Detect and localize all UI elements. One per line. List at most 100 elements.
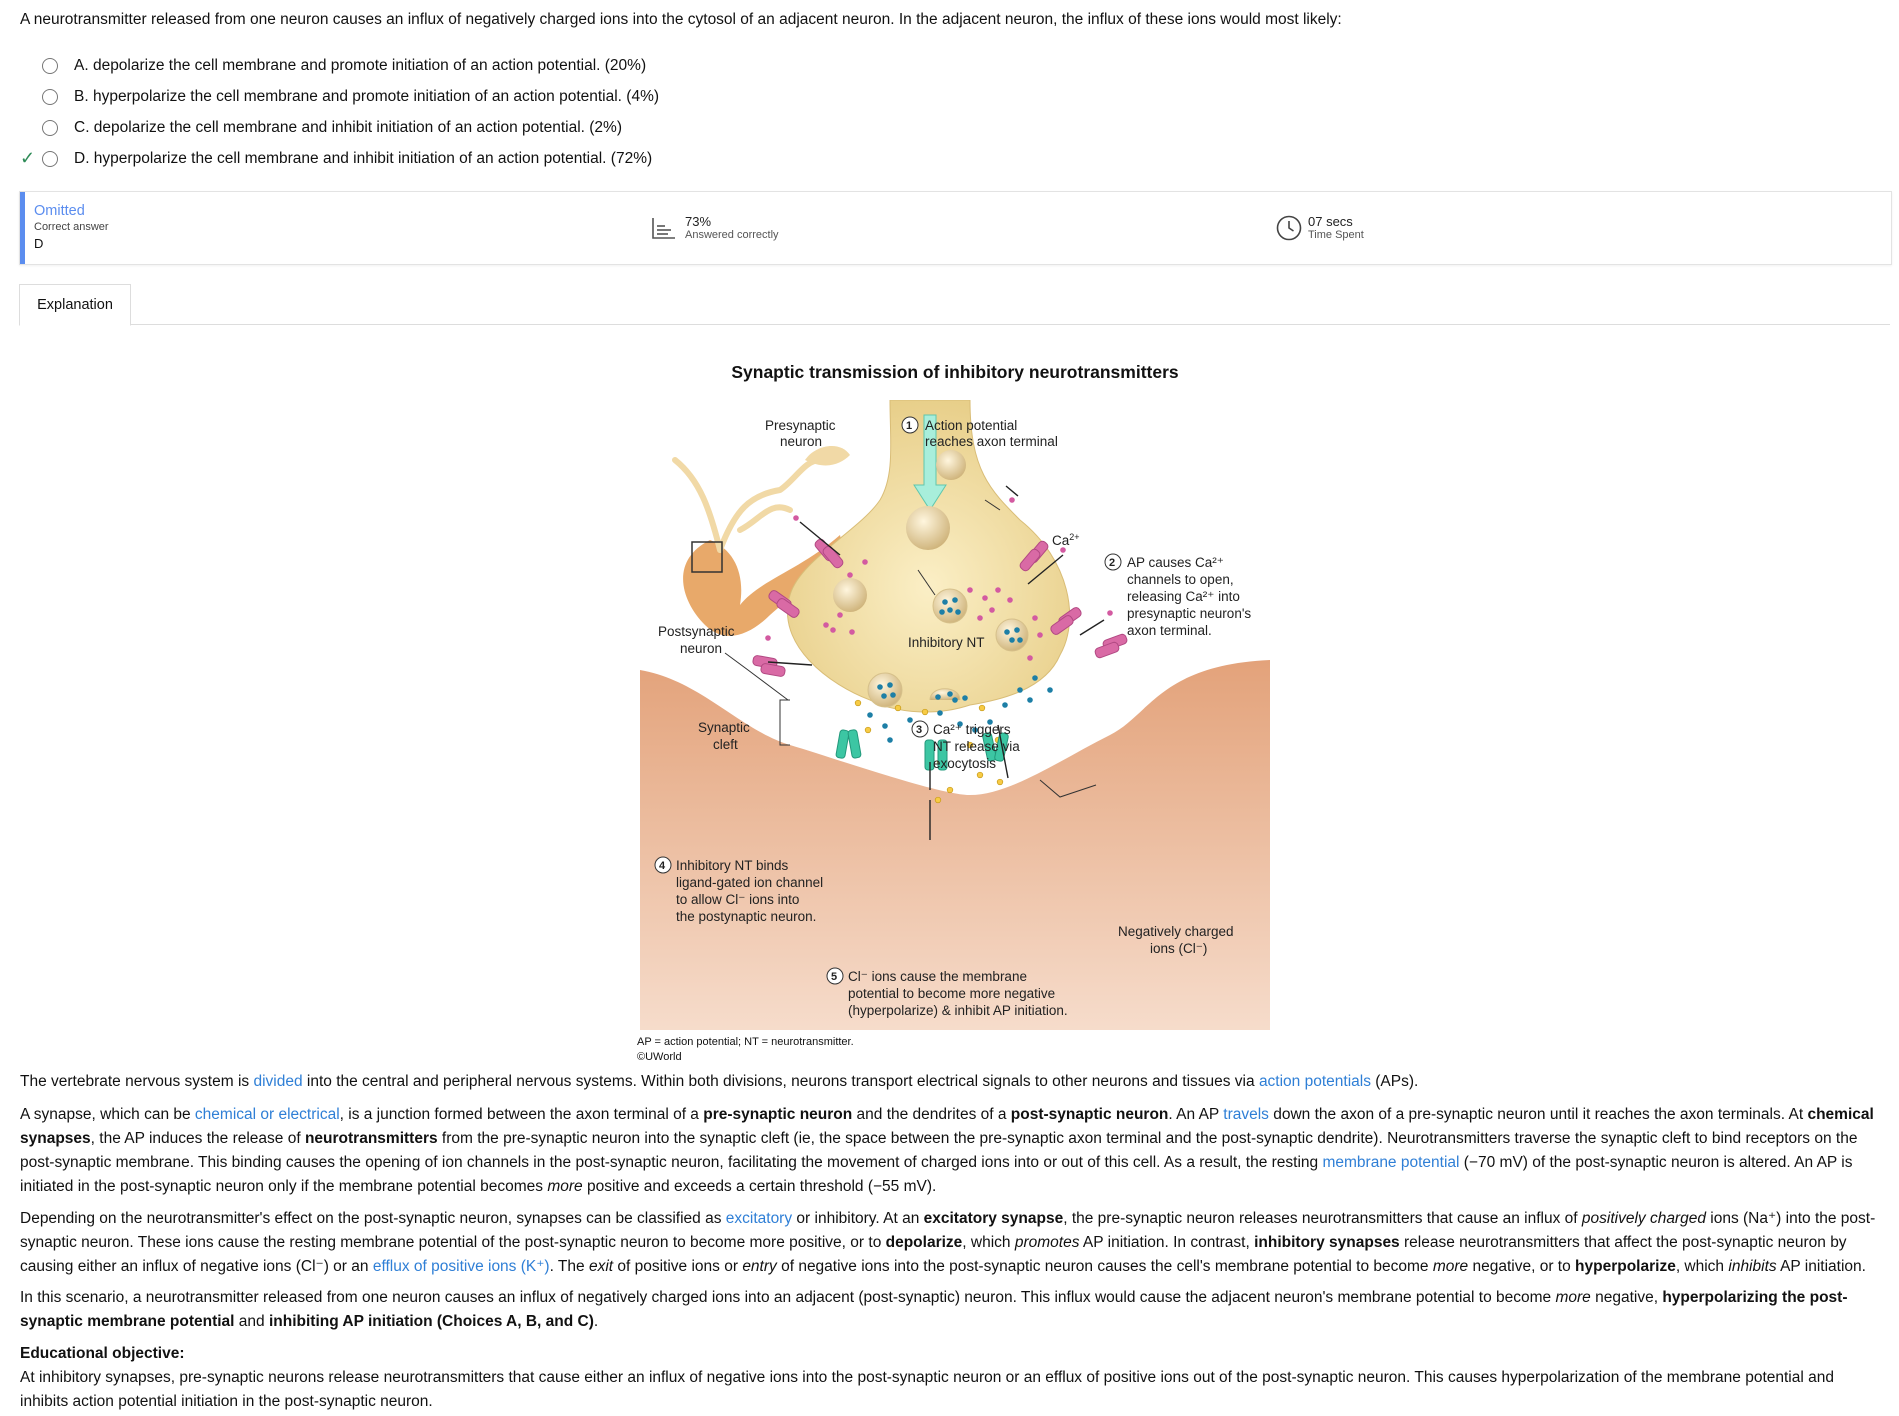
explanation-paragraph-1: The vertebrate nervous system is divided… — [20, 1073, 1419, 1090]
choice-a-text: A. depolarize the cell membrane and prom… — [74, 56, 647, 74]
chloride-ions — [854, 699, 1004, 804]
step-5-line-1: Cl⁻ ions cause the membrane — [848, 969, 1027, 984]
choice-a[interactable]: A. depolarize the cell membrane and prom… — [20, 50, 659, 81]
stats-bar: Omitted Correct answer D 73% Answered co… — [19, 191, 1892, 265]
step-2-number: 2 — [1109, 557, 1115, 569]
checkmark-icon: ✓ — [20, 148, 36, 168]
time-value: 07 secs — [1308, 214, 1353, 229]
step-2-line-4: presynaptic neuron's — [1127, 606, 1251, 621]
choice-d-text: D. hyperpolarize the cell membrane and i… — [74, 149, 653, 167]
link-efflux-positive-ions[interactable]: efflux of positive ions (K⁺) — [372, 1258, 550, 1275]
step-3-line-3: exocytosis — [933, 756, 996, 771]
vesicle — [833, 578, 867, 612]
ap-arrow — [913, 414, 947, 511]
time-spent: 07 secs Time Spent — [1276, 214, 1364, 241]
link-chemical-or-electrical[interactable]: chemical or electrical — [194, 1106, 340, 1123]
step-3-line-1: Ca²⁺ triggers — [933, 722, 1011, 737]
channel-arrows — [929, 724, 1009, 840]
postsynaptic-membrane — [640, 660, 1270, 1030]
radio-c[interactable] — [42, 119, 58, 136]
fusing-vesicle — [929, 688, 961, 703]
leader-lines — [724, 499, 1097, 798]
choice-b-text: B. hyperpolarize the cell membrane and p… — [74, 87, 660, 105]
clock-icon — [1276, 215, 1302, 240]
step-1-line-2: reaches axon terminal — [925, 434, 1058, 449]
explanation-paragraph-3: Depending on the neurotransmitter's effe… — [20, 1210, 1876, 1275]
explanation-paragraph-4: In this scenario, a neurotransmitter rel… — [20, 1289, 1848, 1330]
step-2-line-3: releasing Ca²⁺ into — [1127, 589, 1240, 604]
tab-explanation[interactable]: Explanation — [19, 284, 131, 326]
caption-copyright: ©UWorld — [637, 1051, 682, 1063]
label-inhibitory-nt: Inhibitory NT — [908, 635, 985, 650]
synapse-diagram: Presynaptic neuron Postsynaptic neuron S… — [640, 400, 1270, 1030]
explanation-paragraph-2: A synapse, which can be chemical or elec… — [20, 1106, 1874, 1195]
nt-vesicle — [867, 672, 903, 708]
choice-b[interactable]: B. hyperpolarize the cell membrane and p… — [20, 81, 659, 112]
step-2-line-5: axon terminal. — [1127, 623, 1212, 638]
nt-vesicle — [932, 588, 968, 624]
choice-d[interactable]: ✓ D. hyperpolarize the cell membrane and… — [20, 143, 659, 174]
step-3-number: 3 — [916, 724, 922, 736]
objective-text: At inhibitory synapses, pre-synaptic neu… — [20, 1369, 1834, 1410]
step-4-number: 4 — [659, 860, 666, 872]
step-4-line-1: Inhibitory NT binds — [676, 858, 789, 873]
status-omitted: Omitted — [34, 203, 85, 219]
choice-c-text: C. depolarize the cell membrane and inhi… — [74, 118, 622, 136]
label-negative-ions: Negatively charged — [1118, 924, 1234, 939]
label-negative-ions-2: ions (Cl⁻) — [1150, 941, 1207, 956]
tab-bar: Explanation — [19, 284, 1890, 326]
caption-abbreviations: AP = action potential; NT = neurotransmi… — [637, 1036, 854, 1048]
link-travels[interactable]: travels — [1223, 1106, 1269, 1123]
step-2-line-1: AP causes Ca²⁺ — [1127, 555, 1224, 570]
question-stem: A neurotransmitter released from one neu… — [20, 11, 1342, 28]
radio-a[interactable] — [42, 57, 58, 74]
step-1-line-1: Action potential — [925, 418, 1017, 433]
figure-title: Synaptic transmission of inhibitory neur… — [731, 362, 1179, 382]
label-synaptic-cleft-2: cleft — [713, 737, 738, 752]
radio-d[interactable] — [42, 150, 58, 167]
step-3-line-2: NT release via — [933, 739, 1020, 754]
label-postsynaptic-2: neuron — [680, 641, 722, 656]
step-2-line-2: channels to open, — [1127, 572, 1234, 587]
percent-value: 73% — [685, 214, 712, 229]
calcium-entry-arrows — [767, 485, 1105, 666]
link-excitatory[interactable]: excitatory — [725, 1210, 793, 1227]
calcium-ions — [765, 497, 1113, 661]
percent-label: Answered correctly — [685, 229, 779, 241]
ligand-gated-channel — [835, 729, 1009, 771]
vesicle — [936, 450, 966, 480]
label-presynaptic-2: neuron — [780, 434, 822, 449]
vesicle — [906, 506, 950, 550]
step-5-number: 5 — [831, 971, 837, 983]
step-4-line-4: the postynaptic neuron. — [676, 909, 816, 924]
status-accent — [20, 192, 25, 264]
answer-status: Omitted Correct answer D — [34, 203, 109, 251]
zoom-box — [691, 541, 723, 573]
bar-chart-icon — [652, 217, 675, 239]
step-4-line-2: ligand-gated ion channel — [676, 875, 823, 890]
label-postsynaptic: Postsynaptic — [658, 624, 735, 639]
correct-answer-label: Correct answer — [34, 221, 109, 233]
radio-b[interactable] — [42, 88, 58, 105]
label-synaptic-cleft: Synaptic — [698, 720, 750, 735]
percent-correct: 73% Answered correctly — [651, 214, 779, 241]
calcium-channel — [752, 538, 1128, 677]
step-4-line-3: to allow Cl⁻ ions into — [676, 892, 799, 907]
link-divided[interactable]: divided — [253, 1073, 303, 1090]
nt-vesicle — [995, 618, 1029, 652]
step-5-line-2: potential to become more negative — [848, 986, 1055, 1001]
link-membrane-potential[interactable]: membrane potential — [1322, 1154, 1460, 1171]
choice-c[interactable]: C. depolarize the cell membrane and inhi… — [20, 112, 659, 143]
figure-caption: AP = action potential; NT = neurotransmi… — [637, 1035, 854, 1065]
step-5-line-3: (hyperpolarize) & inhibit AP initiation. — [848, 1003, 1068, 1018]
step-1-number: 1 — [906, 420, 912, 432]
objective-title: Educational objective: — [20, 1345, 185, 1362]
label-presynaptic: Presynaptic — [765, 418, 836, 433]
label-ca: Ca2+ — [1052, 532, 1080, 548]
answer-choices: A. depolarize the cell membrane and prom… — [20, 50, 659, 174]
time-label: Time Spent — [1308, 229, 1364, 241]
link-action-potentials[interactable]: action potentials — [1258, 1073, 1371, 1090]
neuron-illustration — [672, 445, 850, 636]
correct-answer-value: D — [34, 236, 44, 251]
